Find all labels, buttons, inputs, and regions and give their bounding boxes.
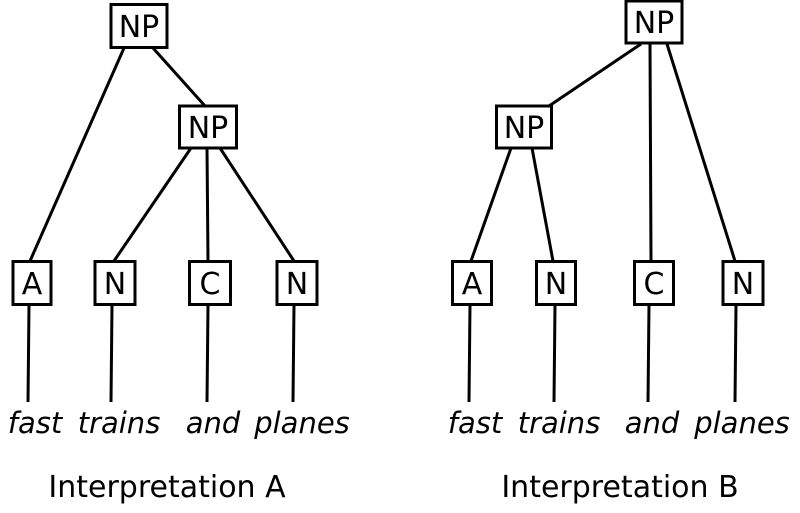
word-planes: planes [253,406,350,440]
stem-c [205,304,210,403]
edge-root-np2 [548,42,642,108]
node-box-n1 [93,260,137,306]
node-label-n2: N [732,267,754,302]
edge-np2-c [205,147,210,262]
edge-root-np2 [151,46,207,108]
node-box-root [624,0,684,45]
word-and: and [625,406,680,440]
stem-n2 [733,304,738,403]
node-box-root [109,3,169,49]
word-trains: trains [518,406,601,440]
edge-np2-n2 [218,147,296,262]
node-box-a [11,260,53,306]
node-box-np2 [495,104,553,150]
stem-c [646,304,651,403]
stem-a [467,304,472,403]
edge-np2-a [469,147,513,262]
node-box-np2 [178,104,238,150]
node-label-n1: N [104,267,126,302]
node-box-c [188,260,232,306]
stem-n1 [109,304,114,403]
node-label-root: NP [634,6,675,41]
word-fast: fast [448,406,504,440]
edge-root-c [648,42,653,262]
caption-interpretation-a: Interpretation A [48,470,286,505]
word-and: and [186,406,241,440]
node-label-a: A [462,267,483,302]
node-label-root: NP [119,10,160,45]
edge-np2-n1 [530,147,555,262]
node-box-n1 [535,260,577,306]
node-label-np2: NP [188,111,229,146]
word-trains: trains [78,406,161,440]
node-box-n2 [721,260,765,306]
node-label-n2: N [286,267,308,302]
node-box-c [633,260,675,306]
node-label-a: A [22,267,43,302]
node-label-np2: NP [504,111,545,146]
node-label-c: C [644,267,665,302]
word-planes: planes [693,406,790,440]
stem-n1 [552,304,557,403]
stem-n2 [291,304,296,403]
caption-interpretation-b: Interpretation B [501,470,739,505]
word-fast: fast [8,406,64,440]
node-label-n1: N [545,267,567,302]
node-box-a [451,260,493,306]
node-label-c: C [200,267,221,302]
node-box-n2 [275,260,319,306]
edge-root-a [28,47,126,262]
edge-np2-n1 [112,147,193,262]
stem-a [26,304,31,403]
edge-root-n2 [665,43,737,262]
